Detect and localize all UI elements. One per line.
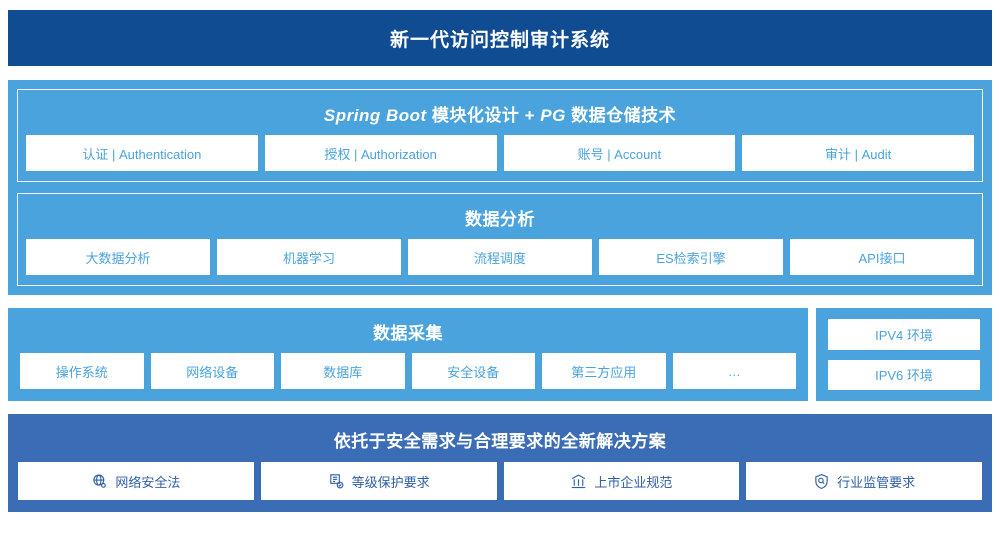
platform-title-spring: Spring Boot [323, 106, 427, 125]
platform-analysis-panel: Spring Boot 模块化设计 + PG 数据仓储技术 认证 | Authe… [8, 80, 992, 295]
card-label: IPV4 环境 [875, 327, 933, 343]
collection-panel: 数据采集 操作系统 网络设备 数据库 安全设备 第三方应用 … [8, 308, 808, 401]
card-audit[interactable]: 审计 | Audit [742, 135, 974, 171]
collection-card-row: 操作系统 网络设备 数据库 安全设备 第三方应用 … [20, 353, 796, 389]
document-check-icon [328, 473, 345, 490]
card-ipv4-environment[interactable]: IPV4 环境 [828, 319, 980, 350]
platform-title-mid: 模块化设计 + [426, 106, 541, 125]
card-cybersecurity-law[interactable]: 网络安全法 [18, 462, 254, 500]
card-listed-company-standard[interactable]: 上市企业规范 [503, 462, 740, 500]
solution-panel: 依托于安全需求与合理要求的全新解决方案 网络安全法 [8, 414, 992, 512]
collection-environment-row: 数据采集 操作系统 网络设备 数据库 安全设备 第三方应用 … IPV4 环境 … [8, 308, 992, 401]
card-label: 上市企业规范 [594, 474, 673, 490]
card-label: 认证 | Authentication [82, 146, 202, 162]
card-security-device[interactable]: 安全设备 [411, 353, 535, 389]
card-third-party-app[interactable]: 第三方应用 [542, 353, 666, 389]
analysis-card-row: 大数据分析 机器学习 流程调度 ES检索引擎 API接口 [26, 239, 974, 275]
card-label: 网络安全法 [115, 474, 181, 490]
card-es-search-engine[interactable]: ES检索引擎 [599, 239, 783, 275]
card-label: 流程调度 [473, 250, 526, 266]
card-label: 安全设备 [447, 364, 500, 380]
card-more-ellipsis[interactable]: … [672, 353, 796, 389]
solution-title: 依托于安全需求与合理要求的全新解决方案 [333, 432, 667, 451]
platform-card-row: 认证 | Authentication 授权 | Authorization 账… [26, 135, 974, 171]
bank-icon [570, 473, 587, 490]
platform-group: Spring Boot 模块化设计 + PG 数据仓储技术 认证 | Authe… [17, 89, 983, 182]
card-label: 审计 | Audit [825, 146, 892, 162]
environment-panel: IPV4 环境 IPV6 环境 [816, 308, 992, 401]
card-industry-regulation[interactable]: 行业监管要求 [746, 462, 982, 500]
card-database[interactable]: 数据库 [281, 353, 405, 389]
card-account[interactable]: 账号 | Account [503, 135, 736, 171]
card-label: … [727, 363, 741, 379]
platform-title-post: 数据仓储技术 [565, 106, 677, 125]
card-label: 第三方应用 [571, 364, 637, 380]
card-label: 大数据分析 [85, 250, 151, 266]
shield-search-icon [813, 473, 830, 490]
card-api-interface[interactable]: API接口 [790, 239, 974, 275]
card-label: ES检索引擎 [656, 250, 726, 266]
card-label: IPV6 环境 [875, 368, 933, 384]
solution-card-row: 网络安全法 等级保护要求 [18, 462, 982, 500]
platform-group-title: Spring Boot 模块化设计 + PG 数据仓储技术 [26, 96, 974, 135]
card-network-device[interactable]: 网络设备 [150, 353, 274, 389]
card-process-scheduling[interactable]: 流程调度 [408, 239, 592, 275]
card-label: 授权 | Authorization [324, 146, 437, 162]
card-label: 账号 | Account [577, 146, 662, 162]
card-operating-system[interactable]: 操作系统 [20, 353, 144, 389]
globe-icon [91, 473, 108, 490]
page-title: 新一代访问控制审计系统 [389, 29, 610, 51]
card-authentication[interactable]: 认证 | Authentication [26, 135, 258, 171]
card-label: API接口 [858, 250, 906, 266]
analysis-group-title: 数据分析 [465, 210, 535, 229]
card-label: 操作系统 [55, 364, 108, 380]
card-label: 行业监管要求 [837, 474, 916, 490]
card-big-data-analysis[interactable]: 大数据分析 [26, 239, 210, 275]
platform-title-pg: PG [540, 106, 566, 125]
card-ipv6-environment[interactable]: IPV6 环境 [828, 359, 980, 390]
card-label: 数据库 [323, 364, 363, 380]
architecture-diagram-page: 新一代访问控制审计系统 Spring Boot 模块化设计 + PG 数据仓储技… [0, 10, 1000, 539]
card-label: 等级保护要求 [351, 474, 430, 490]
card-graded-protection[interactable]: 等级保护要求 [260, 462, 497, 500]
card-authorization[interactable]: 授权 | Authorization [264, 135, 497, 171]
card-label: 机器学习 [282, 250, 335, 266]
collection-title: 数据采集 [373, 324, 443, 343]
page-header: 新一代访问控制审计系统 [8, 10, 992, 66]
card-label: 网络设备 [186, 364, 239, 380]
analysis-group: 数据分析 大数据分析 机器学习 流程调度 ES检索引擎 API接口 [17, 193, 983, 286]
card-machine-learning[interactable]: 机器学习 [217, 239, 401, 275]
